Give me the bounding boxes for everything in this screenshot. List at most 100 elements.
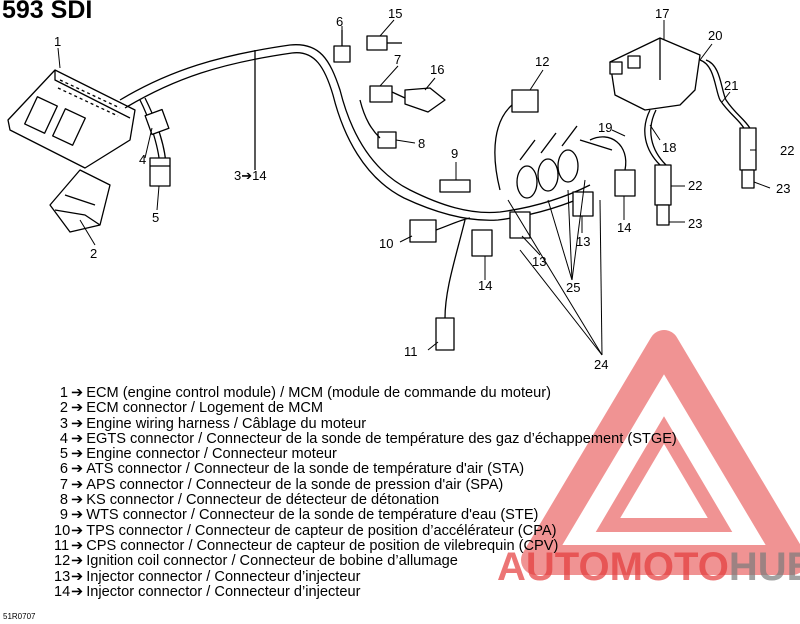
arrow-icon: ➔ [71,385,84,401]
legend-row: 13➔Injector connector / Connecteur d’inj… [54,568,677,585]
egts-connector-part [144,108,170,136]
legend-text: CPS connector / Connecteur de capteur de… [86,537,559,554]
legend-number: 5 [59,446,68,463]
ecm-part [7,69,136,169]
ht-lead-21 [699,59,752,131]
callout-2: 2 [90,246,97,261]
wts-connector-part [439,179,471,193]
spark-plug-cap-a [654,164,672,206]
legend-number: 7 [59,476,68,493]
legend-row: 3➔Engine wiring harness / Câblage du mot… [54,415,677,432]
callout-11: 11 [404,344,418,359]
arrow-icon: ➔ [71,522,84,539]
callout-25: 25 [566,280,580,295]
callout-5: 5 [152,210,159,225]
callout-16: 16 [430,62,444,77]
legend-row: 14➔Injector connector / Connecteur d’inj… [54,583,677,600]
watermark-brand-part1: AUTOMOTO [497,545,729,589]
legend-number: 12 [54,553,71,570]
arrow-icon: ➔ [71,583,84,600]
callout-14a: 14 [478,278,492,293]
legend-number: 2 [59,400,68,417]
callout-21: 21 [724,78,738,93]
arrow-icon: ➔ [71,537,84,554]
callout-24: 24 [594,357,608,372]
watermark-brand-part2: HUB [728,545,800,589]
ks-connector-part [359,99,397,149]
legend-row: 12➔Ignition coil connector / Connecteur … [54,553,677,570]
legend-text: WTS connector / Connecteur de la sonde d… [86,507,539,524]
callout-9: 9 [451,146,458,161]
cable-ties [516,125,613,199]
legend-text: Ignition coil connector / Connecteur de … [86,553,458,570]
legend-row: 1➔ECM (engine control module) / MCM (mod… [54,385,677,401]
legend-number: 6 [59,461,68,478]
callout-19: 19 [598,120,612,135]
aps-connector-part [369,85,406,103]
parts-legend: 1➔ECM (engine control module) / MCM (mod… [54,385,677,600]
legend-row: 9➔WTS connector / Connecteur de la sonde… [54,507,677,524]
callout-20: 20 [708,28,722,43]
callout-22b: 22 [780,143,794,158]
arrow-icon: ➔ [71,568,84,585]
diagram-title: 593 SDI [2,0,93,24]
arrow-icon: ➔ [71,446,84,463]
figure-code: 51R0707 [3,612,36,621]
legend-number: 13 [54,568,71,585]
callout-22a: 22 [688,178,702,193]
legend-number: 8 [59,492,68,509]
legend-number: 1 [59,385,68,401]
legend-row: 5➔Engine connector / Connecteur moteur [54,446,677,463]
leader-lines [57,19,771,356]
ignition-coil-connector-part [494,89,539,191]
arrow-icon: ➔ [71,430,84,447]
legend-row: 2➔ECM connector / Logement de MCM [54,400,677,417]
callout-1: 1 [54,34,61,49]
arrow-icon: ➔ [71,507,84,524]
callout-7: 7 [394,52,401,67]
callout-15: 15 [388,6,402,21]
legend-text: ECM (engine control module) / MCM (modul… [86,385,551,401]
legend-text: TPS connector / Connecteur de capteur de… [86,522,557,539]
spark-plug-a [656,204,670,226]
injector-connector-part-d [589,136,636,197]
callout-3: 3➔14 [234,168,267,183]
legend-text: Injector connector / Connecteur d’inject… [86,583,361,600]
tps-connector-part [409,217,471,243]
legend-text: APS connector / Connecteur de la sonde d… [86,476,504,493]
callout-17: 17 [655,6,669,21]
arrow-icon: ➔ [71,400,84,417]
watermark-brand: AUTOMOTOHUB [497,545,800,590]
callout-13b: 13 [576,234,590,249]
arrow-icon: ➔ [71,476,84,493]
callout-labels: 1 2 3➔14 4 5 6 15 7 16 8 9 10 11 12 13 1… [54,6,794,372]
callout-18: 18 [662,140,676,155]
arrow-icon: ➔ [71,415,84,432]
legend-text: Injector connector / Connecteur d’inject… [86,568,361,585]
callout-23a: 23 [688,216,702,231]
ignition-coil-part [609,37,701,111]
ht-lead-18 [644,109,667,166]
legend-row: 4➔EGTS connector / Connecteur de la sond… [54,430,677,447]
injector-connector-part-a [471,229,493,257]
legend-text: EGTS connector / Connecteur de la sonde … [86,430,677,447]
aps-sensor-part [404,87,446,113]
legend-text: ECM connector / Logement de MCM [86,400,324,417]
legend-number: 14 [54,583,71,600]
legend-text: Engine connector / Connecteur moteur [86,446,337,463]
legend-text: Engine wiring harness / Câblage du moteu… [86,415,367,432]
callout-14b: 14 [617,220,631,235]
spark-plug-b [741,169,755,189]
legend-row: 8➔KS connector / Connecteur de détecteur… [54,492,677,509]
cps-connector-part [435,219,466,351]
legend-number: 3 [59,415,68,432]
legend-row: 11➔CPS connector / Connecteur de capteur… [54,537,677,554]
injector-connector-part-b [509,211,531,239]
legend-number: 9 [59,507,68,524]
legend-row: 7➔APS connector / Connecteur de la sonde… [54,476,677,493]
ats-sensor-part [366,35,402,51]
callout-4: 4 [139,152,146,167]
engine-connector-part [149,157,171,187]
legend-number: 4 [59,430,68,447]
